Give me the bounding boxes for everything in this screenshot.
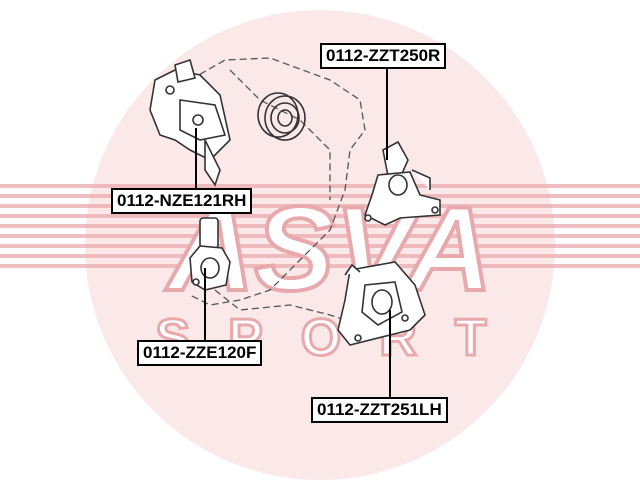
part-label-nze121rh[interactable]: 0112-NZE121RH [111,188,253,214]
part-label-zzt250r[interactable]: 0112-ZZT250R [320,43,447,69]
mount-rh-drawing [149,58,231,187]
part-label-zze120f[interactable]: 0112-ZZE120F [137,340,263,366]
engine-outline [189,57,366,321]
pulley-drawing [257,92,306,141]
part-label-zzt251lh[interactable]: 0112-ZZT251LH [311,397,448,423]
leader-lines [195,69,391,397]
watermark-stripes [0,184,640,268]
mount-120-drawing [189,217,231,291]
mount-250-drawing [364,140,441,226]
watermark-tagline: SPORT [155,309,524,367]
mount-251-drawing [337,261,426,346]
